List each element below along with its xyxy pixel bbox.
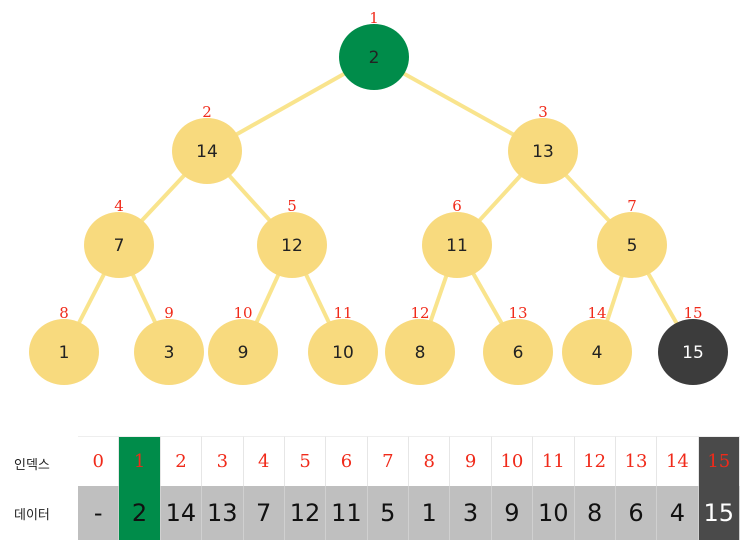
- node-index: 15: [683, 304, 702, 322]
- index-cell: 5: [284, 436, 327, 486]
- index-cell: 4: [243, 436, 285, 486]
- data-cell: 14: [160, 486, 203, 540]
- node-index: 11: [333, 304, 352, 322]
- data-cell: 7: [243, 486, 285, 540]
- node-value: 15: [682, 343, 704, 363]
- data-cell: 9: [491, 486, 534, 540]
- data-row-label: 데이터: [14, 508, 50, 523]
- node-index: 8: [59, 304, 69, 322]
- node-index: 13: [508, 304, 527, 322]
- tree-node: [134, 319, 204, 385]
- index-cell: 3: [202, 436, 244, 486]
- tree-node: [172, 118, 242, 184]
- node-value: 2: [369, 48, 380, 68]
- index-cell: 15: [698, 436, 740, 486]
- index-cell: 8: [409, 436, 451, 486]
- node-index: 1: [369, 9, 379, 27]
- index-cell: 13: [615, 436, 658, 486]
- tree-node: [385, 319, 455, 385]
- node-index: 7: [627, 197, 637, 215]
- node-value: 7: [114, 236, 125, 256]
- tree-node: [84, 212, 154, 278]
- data-cell: 12: [284, 486, 327, 540]
- data-cell: 5: [367, 486, 409, 540]
- data-cell: 13: [202, 486, 244, 540]
- node-value: 12: [281, 236, 303, 256]
- index-cell: 0: [78, 436, 120, 486]
- heap-tree: 2 1 14 2 13 3 7 4 12 5 11 6 5 7 1 8 3 9 9 10 10 11 8 12 6 13 4 14 15…: [29, 9, 728, 385]
- tree-node: [339, 24, 409, 90]
- data-cell: 3: [450, 486, 492, 540]
- tree-node: [29, 319, 99, 385]
- node-value: 5: [627, 236, 638, 256]
- node-index: 5: [287, 197, 297, 215]
- index-cell: 12: [574, 436, 616, 486]
- node-index: 10: [233, 304, 252, 322]
- node-index: 14: [587, 304, 606, 322]
- index-cell: 10: [491, 436, 534, 486]
- tree-node: [562, 319, 632, 385]
- index-cell: 7: [367, 436, 409, 486]
- node-value: 8: [415, 343, 426, 363]
- node-value: 10: [332, 343, 354, 363]
- data-cell: 15: [698, 486, 740, 540]
- tree-node: [208, 319, 278, 385]
- data-cell: 1: [409, 486, 451, 540]
- data-cell: 2: [119, 486, 161, 540]
- index-cell: 9: [450, 436, 492, 486]
- index-cell: 6: [326, 436, 368, 486]
- node-value: 13: [532, 142, 554, 162]
- data-cell: 4: [657, 486, 699, 540]
- index-cell: 14: [657, 436, 699, 486]
- node-value: 14: [196, 142, 218, 162]
- tree-node: [257, 212, 327, 278]
- node-value: 9: [238, 343, 249, 363]
- data-cell: 10: [533, 486, 575, 540]
- node-value: 11: [446, 236, 468, 256]
- node-index: 12: [410, 304, 429, 322]
- node-index: 3: [538, 103, 548, 121]
- index-row-label: 인덱스: [14, 458, 50, 473]
- tree-node: [508, 118, 578, 184]
- data-cell: -: [78, 486, 120, 540]
- index-cell: 2: [160, 436, 203, 486]
- node-index: 6: [452, 197, 462, 215]
- data-cell: 8: [574, 486, 616, 540]
- node-index: 9: [164, 304, 174, 322]
- node-value: 1: [59, 343, 70, 363]
- node-index: 2: [202, 103, 212, 121]
- node-index: 4: [114, 197, 124, 215]
- tree-node: [308, 319, 378, 385]
- tree-node: [658, 319, 728, 385]
- data-cell: 11: [326, 486, 368, 540]
- node-value: 3: [164, 343, 175, 363]
- tree-node: [483, 319, 553, 385]
- index-cell: 1: [119, 436, 161, 486]
- tree-node: [422, 212, 492, 278]
- node-value: 4: [592, 343, 603, 363]
- node-value: 6: [513, 343, 524, 363]
- index-cell: 11: [533, 436, 575, 486]
- tree-node: [597, 212, 667, 278]
- data-cell: 6: [615, 486, 658, 540]
